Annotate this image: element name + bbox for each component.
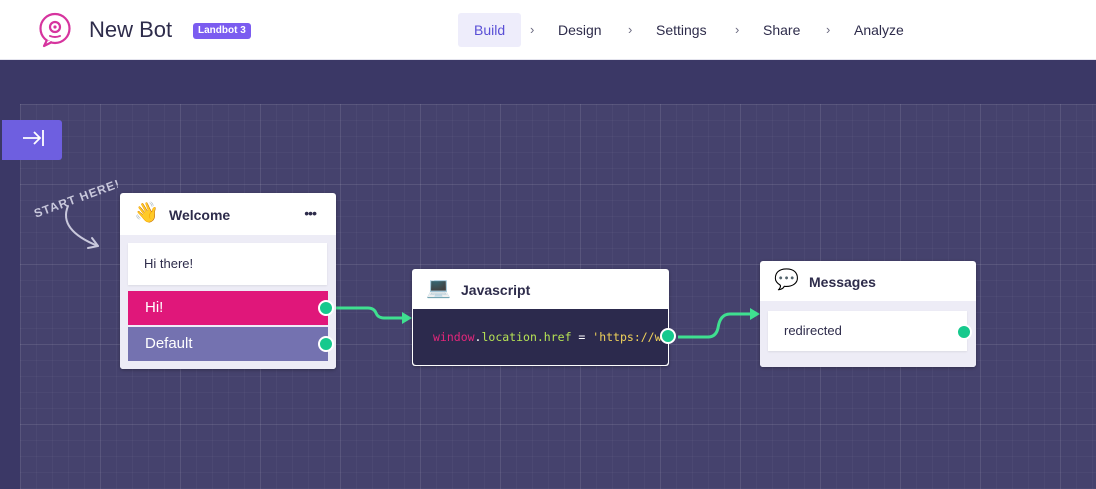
code-object: window [433,330,475,344]
nav-tab-share[interactable]: Share [763,22,801,38]
welcome-block[interactable]: 👋 Welcome ••• Hi there! Hi! Default [120,193,336,369]
laptop-icon: 💻 [426,277,451,299]
block-body: Hi there! Hi! Default [120,235,336,369]
messages-block[interactable]: 💬 Messages redirected [760,261,976,367]
code-string: 'https://w [592,330,662,344]
connector-arrowhead-icon [402,312,412,324]
nav-separator: › [628,22,633,37]
nav-tab-analyze[interactable]: Analyze [854,22,904,38]
code-property: location.href [481,330,572,344]
speech-bubble-icon: 💬 [774,269,799,291]
arrow-to-line-icon [23,130,44,146]
start-arrowhead-icon [87,237,99,249]
more-options-icon[interactable]: ••• [304,205,317,221]
output-port-default[interactable] [318,336,334,352]
nav-tab-settings[interactable]: Settings [656,22,707,38]
connector-welcome-to-javascript [335,306,402,320]
button-choice-hi[interactable]: Hi! [128,291,328,325]
connector-arrowhead-icon [750,308,760,320]
start-arrow-icon [65,205,99,247]
block-body: redirected [760,301,976,367]
block-title: Javascript [461,282,531,298]
block-header[interactable]: 💬 Messages [760,261,976,301]
javascript-block[interactable]: 💻 Javascript window.location.href = 'htt… [412,269,676,366]
block-title: Welcome [169,207,231,223]
code-dot: . [474,330,482,344]
code-operator: = [571,330,593,344]
connector-javascript-to-messages [678,312,750,339]
top-header: New Bot Landbot 3 Build › Design › Setti… [0,0,1096,60]
block-title: Messages [809,274,876,290]
nav-tab-build[interactable]: Build [458,13,522,47]
nav-separator: › [530,22,535,37]
button-choice-default[interactable]: Default [128,327,328,361]
code-preview[interactable]: window.location.href = 'https://w [413,309,668,365]
waving-hand-icon: 👋 [134,202,159,224]
nav-separator: › [826,22,831,37]
version-badge: Landbot 3 [193,23,251,39]
message-bubble[interactable]: redirected [768,311,967,351]
start-here-hint: START HERE! [32,180,118,249]
expand-sidebar-button[interactable] [2,120,62,160]
output-port-javascript[interactable] [660,328,676,344]
nav-tab-design[interactable]: Design [558,22,602,38]
message-bubble[interactable]: Hi there! [128,243,327,285]
landbot-logo-icon[interactable] [36,11,74,49]
block-header[interactable]: 👋 Welcome ••• [120,193,336,235]
output-port-hi[interactable] [318,300,334,316]
bot-name[interactable]: New Bot [89,17,173,42]
nav-separator: › [735,22,740,37]
block-header[interactable]: 💻 Javascript [412,269,669,309]
output-port-messages[interactable] [956,324,972,340]
